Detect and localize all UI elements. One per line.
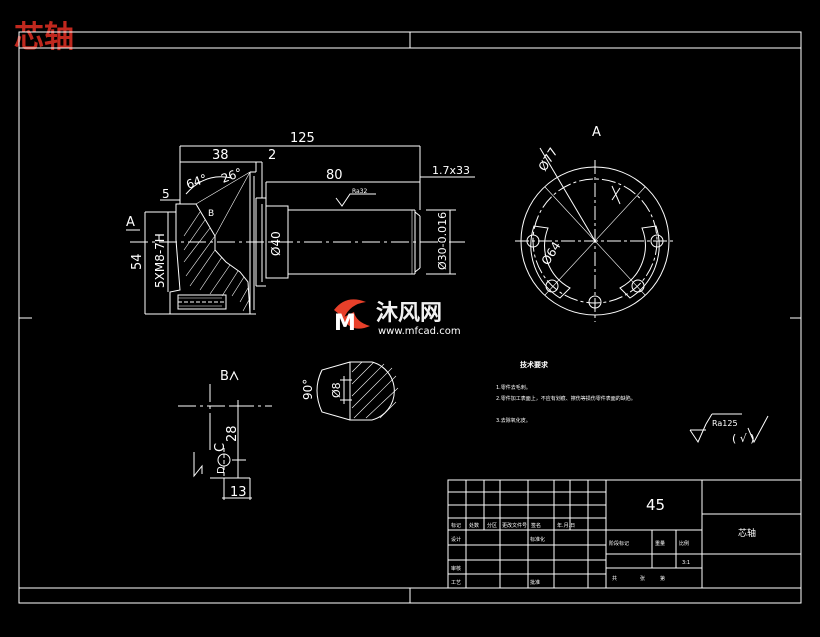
view-b-label: B <box>220 369 229 384</box>
watermark-name: 沐风网 <box>376 301 442 326</box>
tb-di: 第 <box>660 575 665 582</box>
roughness-ra32: Ra32 <box>352 188 368 195</box>
dim-54: 54 <box>130 253 145 270</box>
shaft-dia40 <box>265 205 289 279</box>
hole-left <box>526 234 540 248</box>
dim-13: 13 <box>230 485 247 500</box>
section-view: Ø8 90° <box>301 361 399 421</box>
tb-label-1: 处数 <box>469 522 479 529</box>
hole-bottom <box>588 295 602 309</box>
dim-2: 2 <box>268 148 276 163</box>
tb-stage: 阶段标记 <box>609 540 629 547</box>
dim-angle-90: 90° <box>301 379 315 400</box>
dim-angle-64: 64° <box>184 171 209 191</box>
roughness-paren: ( √ ) <box>732 432 755 445</box>
material: 45 <box>646 496 665 514</box>
view-b: B 28 C D 13 <box>178 369 272 500</box>
tb-design: 设计 <box>451 536 461 543</box>
tb-label-5: 年.月.日 <box>557 522 575 529</box>
notes-title: 技术要求 <box>520 360 549 369</box>
dim-angle-26: 26° <box>219 165 244 185</box>
section-half-disc <box>349 361 395 421</box>
tb-scale: 3:1 <box>682 560 690 566</box>
tb-label-2: 分区 <box>487 522 497 529</box>
tech-notes: 技术要求 1.零件去毛刺。 2.零件加工表面上，不应有划痕、擦伤等损伤零件表面的… <box>496 360 636 424</box>
watermark-url: www.mfcad.com <box>378 326 461 337</box>
dim-dia77: Ø77 <box>536 145 561 173</box>
note-1: 1.零件去毛刺。 <box>496 384 531 391</box>
dim-5: 5 <box>162 187 170 201</box>
tb-label-0: 标记 <box>451 522 461 529</box>
view-a-slot-left <box>530 225 571 299</box>
tb-zhang: 张 <box>640 575 645 582</box>
dim-dia8: Ø8 <box>330 382 343 398</box>
drawing-title: 芯轴 <box>14 20 74 55</box>
section-marker-a: A <box>126 215 135 230</box>
hole-right <box>650 234 664 248</box>
angle-arc-64 <box>185 176 233 195</box>
view-a: A Ø77 Ø64 <box>515 125 675 322</box>
roughness-symbol-ra32 <box>335 193 376 207</box>
part-name: 芯轴 <box>738 527 756 539</box>
label-d: D <box>216 466 227 474</box>
tb-label-4: 签名 <box>531 522 541 529</box>
tb-process: 工艺 <box>451 580 461 586</box>
main-view: 125 38 2 80 1.7x33 5 64° 26° B 54 5XM8-7… <box>126 131 475 315</box>
note-2: 2.零件加工表面上，不应有划痕、擦伤等损伤零件表面的缺陷。 <box>496 395 636 402</box>
dim-38: 38 <box>212 148 229 163</box>
label-b: B <box>208 209 214 219</box>
tb-label-3: 更改文件号 <box>502 522 527 529</box>
note-3: 3.去除氧化皮。 <box>496 417 531 424</box>
dim-dia40: Ø40 <box>269 231 283 256</box>
view-a-slot-right <box>619 225 660 299</box>
dim-80: 80 <box>326 168 343 183</box>
mf-logo-icon: M <box>334 299 370 336</box>
dim-28: 28 <box>225 425 240 442</box>
tb-total: 共 <box>612 575 617 582</box>
general-roughness: Ra125 ( √ ) <box>689 413 769 445</box>
tb-std: 标准化 <box>530 536 545 543</box>
title-block: 45 芯轴 标记 处数 分区 更改文件号 签名 年.月.日 设计 标准化 阶段标… <box>447 479 802 589</box>
tb-approve: 批准 <box>530 579 540 586</box>
hole-lower-left <box>545 279 559 293</box>
watermark: M 沐风网 www.mfcad.com <box>334 299 461 337</box>
tb-weight: 重量 <box>655 540 665 547</box>
dim-chamfer: 1.7x33 <box>432 164 470 177</box>
view-a-label: A <box>592 125 601 140</box>
check-symbol <box>747 415 769 444</box>
section-wedge <box>316 361 351 421</box>
roughness-symbol <box>689 423 707 444</box>
dim-thread: 5XM8-7H <box>153 233 167 288</box>
tb-check: 审核 <box>451 565 461 572</box>
svg-text:M: M <box>334 311 356 336</box>
dim-dia64: Ø64 <box>539 239 564 267</box>
roughness-ra125: Ra125 <box>712 419 738 428</box>
hole-lower-right <box>631 279 645 293</box>
dim-dia30: Ø30-0.016 <box>436 212 449 270</box>
label-c: C <box>213 443 228 452</box>
dim-125: 125 <box>290 131 315 146</box>
tb-ratio: 比例 <box>679 540 689 547</box>
head-body <box>169 203 251 315</box>
view-b-break <box>193 452 203 478</box>
